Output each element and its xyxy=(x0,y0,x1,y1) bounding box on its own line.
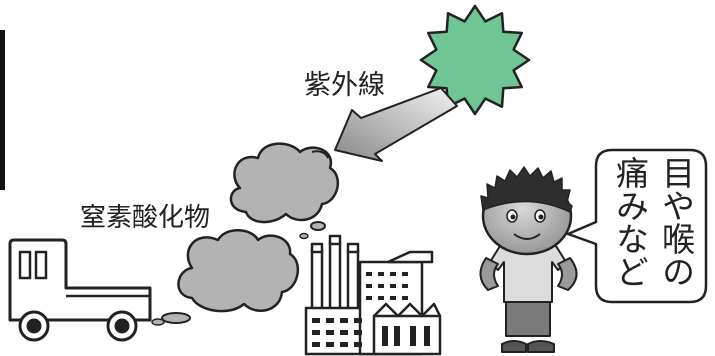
left-edge-bar xyxy=(0,30,5,190)
uv-label: 紫外線 xyxy=(304,70,385,101)
truck-icon xyxy=(8,238,152,342)
smog-cloud-upper xyxy=(229,142,340,240)
factory-windows xyxy=(312,272,430,347)
smog-cloud-lower xyxy=(151,229,300,326)
uv-arrow xyxy=(334,87,458,162)
boy-figure xyxy=(479,166,578,353)
nitrogen-oxides-label: 窒素酸化物 xyxy=(80,203,210,233)
symptoms-line2: 痛みなど xyxy=(611,156,650,288)
symptoms-line1: 目や喉の xyxy=(657,156,696,288)
factory-icon xyxy=(304,234,442,356)
sun-icon xyxy=(419,4,531,116)
speech-bubble xyxy=(566,148,708,304)
